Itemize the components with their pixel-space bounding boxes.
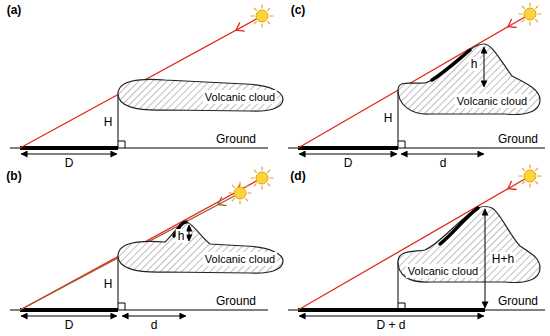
- volcanic-cloud: Volcanic cloud: [398, 204, 542, 284]
- cloud-fill: [398, 207, 540, 283]
- sun-icon: [251, 167, 273, 189]
- shadowed-flank: [440, 208, 478, 244]
- dimension-label: Ground: [214, 132, 258, 146]
- panel-d-geometry: [288, 176, 545, 316]
- shadow-bar: [20, 146, 118, 150]
- dimension-label: D: [342, 156, 355, 170]
- height-line: [118, 94, 119, 148]
- dimension-label: H+h: [490, 252, 516, 266]
- panel-c-geometry: [288, 14, 545, 154]
- dimension-label: d: [438, 156, 449, 170]
- dimension-label: Ground: [496, 132, 540, 146]
- ground-line: [288, 148, 545, 149]
- dimension-arrow: [299, 154, 397, 155]
- sun-icon: [251, 5, 273, 27]
- dimension-label: D + d: [374, 318, 407, 332]
- cloud-label: Volcanic cloud: [455, 94, 529, 108]
- ground-line: [10, 310, 268, 311]
- panel-letter: (c): [289, 3, 308, 17]
- cloud-hatching: [398, 44, 540, 114]
- sun-icon: [229, 182, 251, 204]
- dimension-arrow: [21, 154, 117, 155]
- height-arrow: [189, 225, 190, 241]
- volcanic-cloud: Volcanic cloud: [118, 220, 285, 276]
- cloud-label: Volcanic cloud: [203, 90, 277, 104]
- ray-direction-chevron: [508, 181, 517, 190]
- dimension-label: D: [63, 156, 76, 170]
- height-arrow: [485, 209, 486, 308]
- shadow-bar: [298, 308, 485, 312]
- shadowed-flank: [432, 50, 470, 80]
- dimension-label: d: [149, 318, 160, 332]
- dimension-label: Ground: [496, 294, 540, 308]
- cloud-hatching: [398, 207, 540, 283]
- dimension-label: H: [102, 115, 115, 129]
- cloud-fill: [398, 44, 540, 114]
- ray-direction-chevron: [218, 197, 227, 206]
- dimension-label: D: [63, 318, 76, 332]
- dimension-label: h: [176, 229, 187, 243]
- right-angle-mark: [118, 303, 125, 310]
- cloud-fill: [118, 222, 283, 273]
- sun-icon: [519, 3, 541, 25]
- height-arrow: [484, 47, 485, 87]
- dimension-arrow: [299, 316, 484, 317]
- panel-letter: (d): [288, 169, 307, 183]
- dimension-label: h: [469, 57, 480, 71]
- ray-direction-chevron: [508, 19, 517, 28]
- volcanic-cloud: Volcanic cloud: [398, 42, 542, 118]
- sun-icon: [519, 165, 541, 187]
- ground-line: [10, 148, 268, 149]
- height-line: [118, 256, 119, 310]
- dimension-arrow: [21, 316, 117, 317]
- right-angle-mark: [398, 303, 405, 310]
- shadow-bar: [298, 146, 398, 150]
- ground-line: [288, 310, 545, 311]
- dimension-label: Ground: [214, 294, 258, 308]
- dimension-arrow: [401, 154, 484, 155]
- cloud-fill: [118, 79, 283, 111]
- right-angle-mark: [118, 141, 125, 148]
- height-line: [398, 90, 399, 148]
- cloud-hatching: [118, 79, 283, 111]
- shadow-bar: [20, 308, 118, 312]
- cloud-hatching: [118, 222, 283, 273]
- dimension-arrow: [122, 316, 186, 317]
- cloud-outline: [118, 220, 285, 276]
- volcanic-cloud: Volcanic cloud: [118, 78, 285, 114]
- panel-letter: (a): [5, 3, 24, 17]
- right-angle-mark: [398, 141, 405, 148]
- ray-direction-chevron: [236, 22, 245, 31]
- cloud-label: Volcanic cloud: [406, 264, 480, 278]
- cloud-label: Volcanic cloud: [203, 252, 277, 266]
- dimension-label: H: [102, 277, 115, 291]
- panel-letter: (b): [4, 169, 23, 183]
- dimension-label: H: [382, 111, 395, 125]
